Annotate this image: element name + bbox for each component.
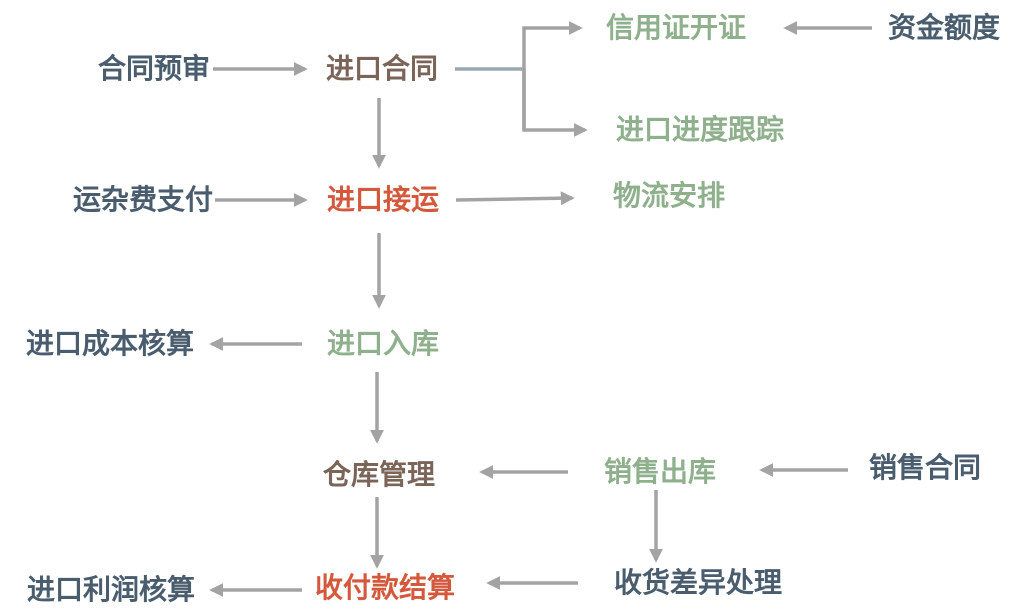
node-fund-limit: 资金额度	[887, 11, 1001, 44]
node-import-profit-accounting: 进口利润核算	[26, 573, 196, 606]
node-warehouse-management: 仓库管理	[322, 458, 436, 491]
node-import-contract: 进口合同	[325, 52, 439, 85]
node-import-cost-accounting: 进口成本核算	[25, 327, 195, 360]
node-receipt-difference-handling: 收货差异处理	[613, 566, 783, 599]
node-letter-of-credit: 信用证开证	[605, 11, 747, 44]
arrow-branch-to-progress-tracking	[522, 69, 588, 137]
node-import-progress-tracking: 进口进度跟踪	[615, 113, 785, 146]
node-logistics-arrangement: 物流安排	[612, 179, 726, 212]
node-sales-outbound: 销售出库	[603, 455, 717, 488]
node-import-warehousing: 进口入库	[326, 327, 440, 360]
node-payment-receipt-settlement: 收付款结算	[314, 571, 456, 604]
arrow-import-shipping-to-logistics	[455, 191, 575, 206]
node-contract-review: 合同预审	[97, 52, 211, 85]
arrow-branch-to-letter-of-credit	[522, 21, 583, 130]
node-import-shipping: 进口接运	[326, 183, 440, 216]
node-freight-payment: 运杂费支付	[72, 183, 214, 216]
node-sales-contract: 销售合同	[868, 451, 982, 484]
